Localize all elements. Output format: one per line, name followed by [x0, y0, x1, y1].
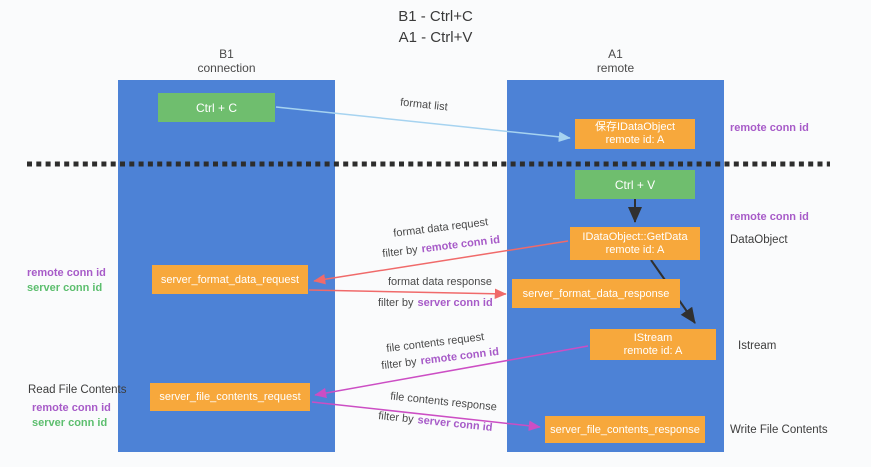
server-format-data-response-label: server_format_data_response [522, 287, 670, 300]
lane-header-a1: A1 remote [507, 47, 724, 75]
remote-conn-id-label-left: remote conn id [27, 267, 106, 279]
server-file-contents-response-label: server_file_contents_response [550, 423, 700, 436]
remote-conn-id-label-mid: remote conn id [730, 211, 809, 223]
format-data-response-arrow [308, 288, 507, 300]
istream-line2: remote id: A [623, 344, 683, 357]
istream-side-label: Istream [738, 340, 777, 352]
filter-by-text-3: filter by [380, 355, 418, 373]
lane-a1-role: remote [596, 61, 635, 75]
ctrl-v-label: Ctrl + V [614, 177, 656, 192]
server-conn-id-label-left2: server conn id [32, 417, 108, 429]
write-file-contents-label: Write File Contents [730, 424, 828, 436]
server-format-data-response-box: server_format_data_response [512, 279, 680, 308]
server-conn-id-label-left: server conn id [27, 282, 103, 294]
lane-b1-role: connection [197, 61, 256, 75]
remote-conn-id-inline-1: remote conn id [420, 233, 501, 256]
read-file-contents-label: Read File Contents [28, 384, 127, 396]
istream-box: IStream remote id: A [590, 329, 716, 360]
diagram-title: B1 - Ctrl+C A1 - Ctrl+V [0, 6, 871, 48]
server-file-contents-response-box: server_file_contents_response [545, 416, 705, 443]
filter-by-text-2: filter by [378, 297, 414, 309]
dataobject-label: DataObject [730, 234, 788, 246]
server-format-data-request-label: server_format_data_request [160, 273, 300, 286]
server-file-contents-request-label: server_file_contents_request [159, 391, 301, 403]
istream-line1: IStream [633, 331, 673, 344]
lane-header-b1: B1 connection [118, 47, 335, 75]
getdata-line2: remote id: A [605, 243, 665, 256]
left-conn-id-pair-top: remote conn id server conn id [27, 266, 106, 296]
getdata-line1: IDataObject::GetData [582, 230, 688, 243]
server-file-contents-request-box: server_file_contents_request [150, 383, 310, 411]
format-data-response-annotation: format data response [388, 276, 492, 288]
lane-a1-name: A1 [608, 47, 623, 61]
remote-conn-id-label-top: remote conn id [730, 122, 809, 134]
remote-conn-id-label-left2: remote conn id [32, 402, 111, 414]
ctrl-v-box: Ctrl + V [575, 170, 695, 199]
format-list-annotation: format list [399, 96, 449, 114]
title-line-1: B1 - Ctrl+C [398, 8, 473, 25]
server-conn-id-inline-2: server conn id [417, 297, 493, 309]
save-idataobject-line2: remote id: A [605, 134, 665, 146]
file-contents-response-annotation: file contents response [389, 390, 498, 414]
filter-by-text-1: filter by [381, 243, 419, 261]
server-conn-id-inline-4: server conn id [416, 414, 493, 434]
ctrl-c-label: Ctrl + C [195, 100, 237, 115]
save-idataobject-box: 保存IDataObject remote id: A [575, 119, 695, 149]
left-conn-id-pair-bottom: remote conn id server conn id [32, 401, 111, 431]
filter-by-text-4: filter by [377, 410, 415, 426]
save-idataobject-line1: 保存IDataObject [594, 121, 676, 133]
ctrl-c-box: Ctrl + C [158, 93, 275, 122]
server-format-data-request-box: server_format_data_request [152, 265, 308, 294]
idataobject-getdata-box: IDataObject::GetData remote id: A [570, 227, 700, 260]
title-line-2: A1 - Ctrl+V [398, 29, 473, 46]
lane-b1-name: B1 [219, 47, 234, 61]
